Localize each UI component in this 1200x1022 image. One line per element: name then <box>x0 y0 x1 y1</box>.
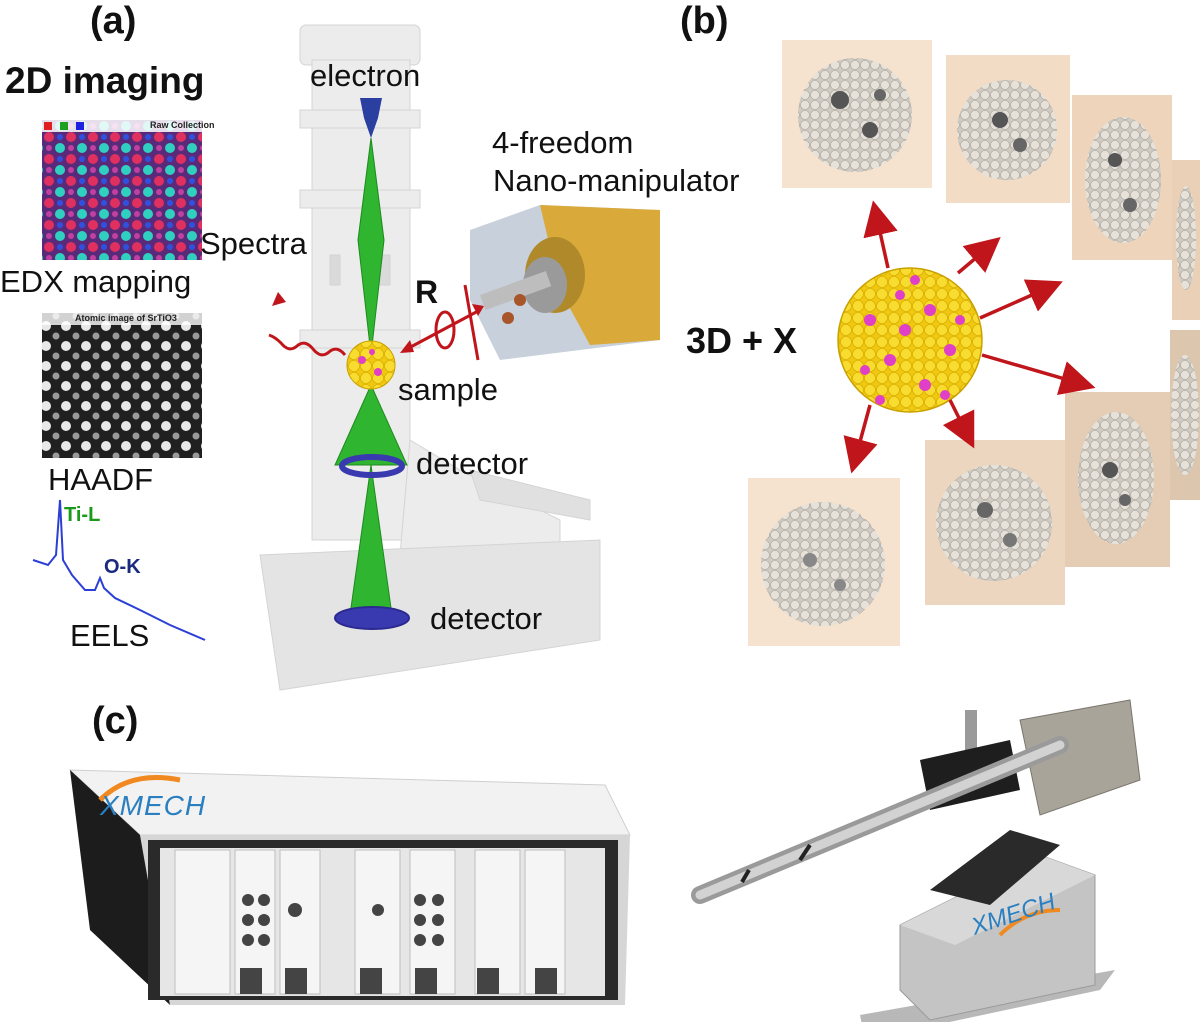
heading-2d-imaging: 2D imaging <box>5 60 205 101</box>
electron-gun-icon <box>360 98 382 138</box>
magenta-atoms <box>860 275 965 405</box>
eels-caption: EELS <box>70 618 150 653</box>
eels-peak-o-k: O-K <box>104 556 141 578</box>
sample-sphere <box>346 340 396 390</box>
panel-label-c: (c) <box>92 700 139 742</box>
edx-caption: EDX mapping <box>0 264 192 299</box>
panel-label-a: (a) <box>90 0 137 42</box>
center-label-3dx: 3D + X <box>686 320 798 361</box>
detector-label-lower: detector <box>430 601 543 636</box>
electron-label: electron <box>310 58 421 93</box>
manipulator-label-line2: Nano-manipulator <box>493 163 740 198</box>
spectra-label: Spectra <box>200 226 307 261</box>
projection-particles <box>761 58 1199 626</box>
panel-label-b: (b) <box>680 0 729 42</box>
detector-ring-lower <box>334 606 410 630</box>
haadf-image <box>42 313 202 458</box>
haadf-caption: HAADF <box>48 462 154 497</box>
edx-mapping-image <box>42 120 202 260</box>
haadf-image-header: Atomic image of SrTiO3 <box>75 313 177 323</box>
rotation-label: R <box>415 274 439 310</box>
manipulator-label-line1: 4-freedom <box>492 125 634 160</box>
eels-peak-ti-l: Ti-L <box>64 504 101 526</box>
projection-arrows <box>843 200 1096 474</box>
sample-label: sample <box>398 372 498 407</box>
edx-image-header: Raw Collection <box>150 120 215 130</box>
holder-device <box>691 699 1141 1022</box>
manipulator-image <box>470 205 660 360</box>
controller-box <box>68 769 631 1005</box>
eels-spectrum <box>32 499 206 641</box>
rotation-arrows <box>404 284 481 361</box>
nanoparticle-3d <box>837 267 983 413</box>
detector-label-upper: detector <box>416 446 529 481</box>
spectra-wave <box>268 333 347 357</box>
controller-brand-logo: XMECH <box>100 790 207 821</box>
microscope-column <box>259 24 601 691</box>
electron-beam <box>334 137 408 616</box>
detector-ring-upper <box>339 454 405 478</box>
